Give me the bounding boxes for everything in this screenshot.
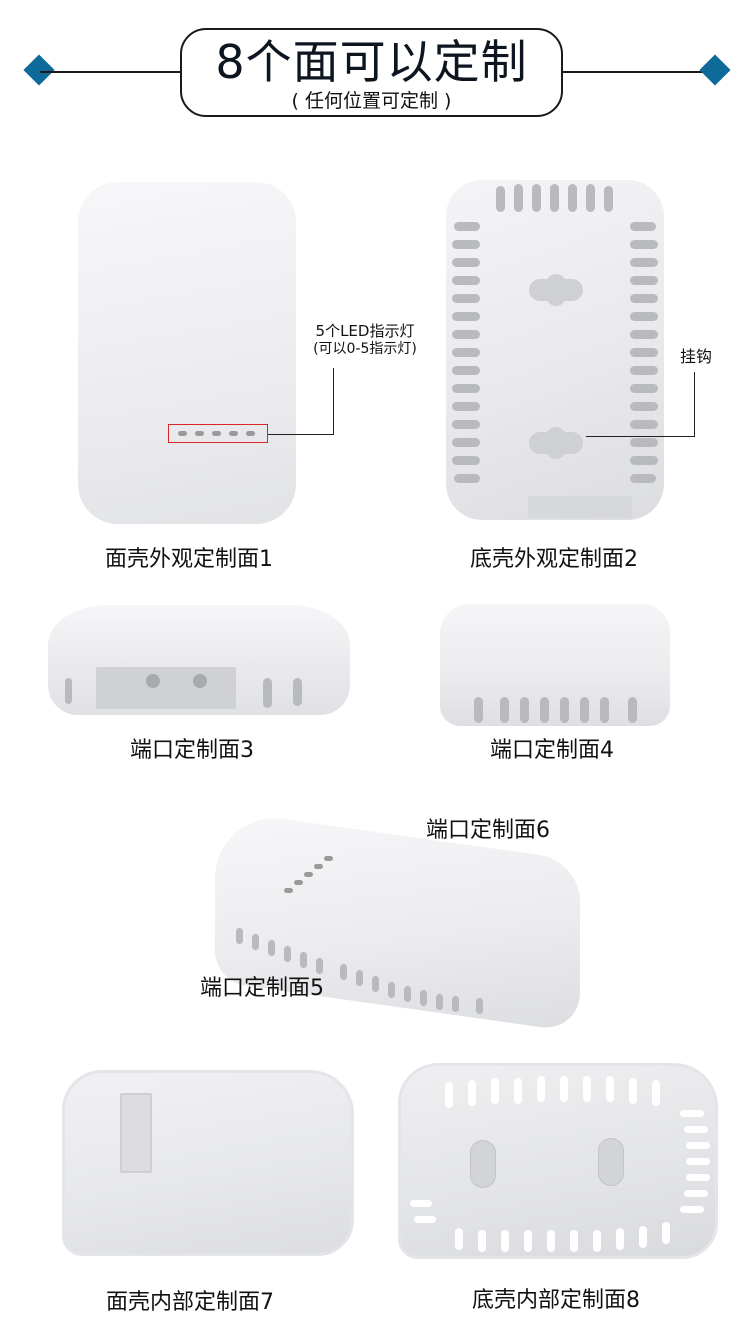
callout-line	[268, 434, 334, 435]
port-cutout	[528, 496, 632, 518]
panel-label: 端口定制面4	[490, 738, 614, 763]
led-callout: 5个LED指示灯 (可以0-5指示灯)	[300, 322, 430, 358]
page-title: 8个面可以定制	[215, 35, 528, 89]
panel-label: 端口定制面3	[130, 738, 254, 763]
panel-label: 面壳外观定制面1	[105, 547, 273, 572]
led-highlight-box	[168, 424, 268, 443]
panel-label: 底壳外观定制面2	[470, 547, 638, 572]
port-hole	[146, 674, 160, 688]
panel-label: 面壳内部定制面7	[106, 1290, 274, 1315]
hook-slot-top	[529, 274, 583, 306]
led-icon	[178, 431, 187, 436]
callout-line	[586, 436, 695, 437]
port-hole	[193, 674, 207, 688]
hook-callout: 挂钩	[680, 347, 713, 366]
callout-line	[333, 368, 334, 435]
panel-label: 端口定制面5	[200, 976, 324, 1001]
diamond-right-icon	[699, 54, 731, 86]
header-line-left	[40, 71, 182, 73]
front-shell-inside-image	[62, 1070, 354, 1256]
diamond-left-icon	[23, 54, 55, 86]
led-callout-line2: (可以0-5指示灯)	[313, 341, 417, 357]
panel-label: 端口定制面6	[426, 818, 550, 843]
led-icon	[284, 888, 293, 893]
led-icon	[229, 431, 238, 436]
led-callout-line1: 5个LED指示灯	[315, 322, 415, 340]
led-icon	[304, 872, 313, 877]
hook-slot-bottom	[529, 427, 583, 459]
hook-mount-left	[470, 1140, 496, 1188]
port-opening	[96, 667, 236, 709]
led-icon	[294, 880, 303, 885]
header-line-right	[561, 71, 711, 73]
panel-label: 底壳内部定制面8	[472, 1288, 640, 1313]
hook-mount-right	[598, 1138, 624, 1186]
led-icon	[212, 431, 221, 436]
led-light-guide	[120, 1093, 152, 1173]
led-icon	[314, 864, 323, 869]
front-shell-image	[78, 182, 296, 524]
led-icon	[324, 856, 333, 861]
back-shell-image	[446, 180, 664, 520]
page-subtitle: ( 任何位置可定制 )	[291, 90, 452, 112]
led-icon	[246, 431, 255, 436]
led-icon	[195, 431, 204, 436]
title-badge: 8个面可以定制 ( 任何位置可定制 )	[180, 28, 563, 117]
callout-line	[694, 372, 695, 437]
